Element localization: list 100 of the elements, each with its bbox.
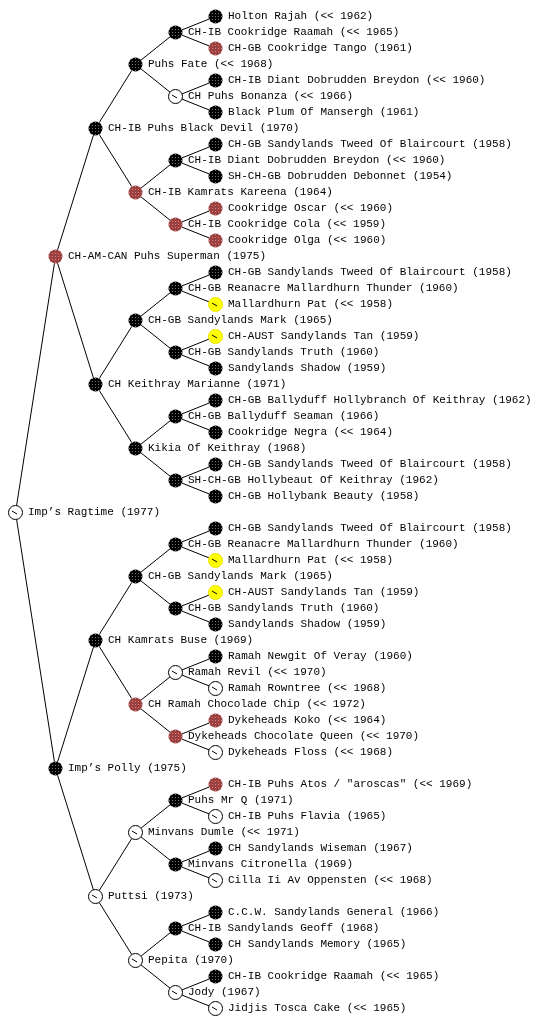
dog-name-label: CH-AM-CAN Puhs Superman (1975) bbox=[68, 249, 267, 264]
connector-line bbox=[98, 389, 133, 444]
dog-name-label: CH-AUST Sandylands Tan (1959) bbox=[228, 585, 420, 600]
connector-line bbox=[98, 581, 133, 636]
connector-line bbox=[181, 274, 210, 287]
connector-line bbox=[181, 594, 210, 607]
connector-line bbox=[181, 146, 210, 159]
dog-name-label: Imp’s Ragtime (1977) bbox=[28, 505, 161, 520]
dog-name-label: CH-IB Puhs Atos / "aroscas" (<< 1969) bbox=[228, 777, 473, 792]
connector-line bbox=[16, 262, 55, 507]
dog-name-label: CH-GB Hollybank Beauty (1958) bbox=[228, 489, 420, 504]
connector-line bbox=[98, 901, 133, 956]
connector-line bbox=[181, 722, 210, 735]
connector-line bbox=[181, 610, 210, 623]
connector-line bbox=[140, 292, 171, 317]
dog-name-label: Ramah Newgit Of Veray (1960) bbox=[228, 649, 413, 664]
connector-line bbox=[140, 580, 171, 605]
connector-line bbox=[98, 325, 133, 380]
connector-line bbox=[98, 133, 133, 188]
connector-line bbox=[140, 324, 171, 349]
dog-name-label: CH-GB Ballyduff Seaman (1966) bbox=[188, 409, 380, 424]
dog-name-label: Dykeheads Floss (<< 1968) bbox=[228, 745, 394, 760]
dog-name-label: Cookridge Oscar (<< 1960) bbox=[228, 201, 394, 216]
dog-name-label: CH-GB Cookridge Tango (1961) bbox=[228, 41, 413, 56]
dog-name-label: CH-GB Ballyduff Hollybranch Of Keithray (1962) bbox=[228, 393, 532, 408]
connector-line bbox=[181, 994, 210, 1007]
connector-line bbox=[181, 850, 210, 863]
dog-name-label: CH-GB Sandylands Tweed Of Blaircourt (1958) bbox=[228, 521, 512, 536]
dog-name-label: Sandylands Shadow (1959) bbox=[228, 617, 387, 632]
connector-line bbox=[57, 774, 94, 891]
connector-line bbox=[181, 866, 210, 879]
connector-line bbox=[98, 645, 133, 700]
connector-line bbox=[140, 164, 171, 189]
dog-name-label: CH Sandylands Wiseman (1967) bbox=[228, 841, 413, 856]
connector-line bbox=[140, 452, 171, 477]
dog-name-label: SH-CH-GB Dobrudden Debonnet (1954) bbox=[228, 169, 453, 184]
connector-line bbox=[181, 226, 210, 239]
connector-line bbox=[140, 964, 171, 989]
dog-name-label: Imp’s Polly (1975) bbox=[68, 761, 187, 776]
connector-line bbox=[140, 676, 171, 701]
dog-name-label: Dykeheads Chocolate Queen (<< 1970) bbox=[188, 729, 420, 744]
connector-line bbox=[181, 210, 210, 223]
connector-line bbox=[57, 134, 94, 251]
connector-line bbox=[140, 68, 171, 93]
dog-name-label: CH Puhs Bonanza (<< 1966) bbox=[188, 89, 354, 104]
dog-name-label: CH Ramah Chocolade Chip (<< 1972) bbox=[148, 697, 366, 712]
connector-line bbox=[181, 354, 210, 367]
dog-name-label: Minvans Citronella (1969) bbox=[188, 857, 354, 872]
dog-name-label: Cilla Ii Av Oppensten (<< 1968) bbox=[228, 873, 433, 888]
connector-line bbox=[181, 418, 210, 431]
connector-line bbox=[181, 402, 210, 415]
connector-line bbox=[181, 18, 210, 31]
connector-line bbox=[181, 530, 210, 543]
connector-line bbox=[181, 34, 210, 47]
connector-line bbox=[140, 548, 171, 573]
dog-name-label: CH-GB Sandylands Tweed Of Blaircourt (1958) bbox=[228, 137, 512, 152]
dog-name-label: CH Keithray Marianne (1971) bbox=[108, 377, 287, 392]
dog-name-label: Ramah Rowntree (<< 1968) bbox=[228, 681, 387, 696]
dog-name-label: CH-IB Puhs Black Devil (1970) bbox=[108, 121, 300, 136]
connector-line bbox=[181, 466, 210, 479]
dog-name-label: Kikia Of Keithray (1968) bbox=[148, 441, 307, 456]
dog-name-label: C.C.W. Sandylands General (1966) bbox=[228, 905, 440, 920]
dog-name-label: Black Plum Of Mansergh (1961) bbox=[228, 105, 420, 120]
connector-line bbox=[181, 546, 210, 559]
dog-name-label: CH-IB Kamrats Kareena (1964) bbox=[148, 185, 333, 200]
dog-name-label: CH-GB Sandylands Truth (1960) bbox=[188, 345, 380, 360]
connector-line bbox=[57, 646, 94, 763]
dog-name-label: CH-IB Diant Dobrudden Breydon (<< 1960) bbox=[228, 73, 486, 88]
dog-name-label: Holton Rajah (<< 1962) bbox=[228, 9, 374, 24]
dog-name-label: CH-GB Reanacre Mallardhurn Thunder (1960) bbox=[188, 281, 459, 296]
dog-name-label: CH-IB Sandylands Geoff (1968) bbox=[188, 921, 380, 936]
dog-name-label: Puhs Fate (<< 1968) bbox=[148, 57, 274, 72]
connector-line bbox=[181, 978, 210, 991]
connector-line bbox=[140, 36, 171, 61]
dog-name-label: Jidjis Tosca Cake (<< 1965) bbox=[228, 1001, 407, 1016]
dog-name-label: CH-IB Cookridge Cola (<< 1959) bbox=[188, 217, 387, 232]
dog-name-label: SH-CH-GB Hollybeaut Of Keithray (1962) bbox=[188, 473, 439, 488]
dog-name-label: Cookridge Olga (<< 1960) bbox=[228, 233, 387, 248]
dog-name-label: Dykeheads Koko (<< 1964) bbox=[228, 713, 387, 728]
dog-name-label: CH-GB Sandylands Tweed Of Blaircourt (1958) bbox=[228, 265, 512, 280]
connector-line bbox=[181, 786, 210, 799]
connector-line bbox=[181, 338, 210, 351]
dog-name-label: CH-IB Cookridge Raamah (<< 1965) bbox=[228, 969, 440, 984]
connector-line bbox=[181, 482, 210, 495]
connector-line bbox=[57, 262, 94, 379]
connector-line bbox=[181, 674, 210, 687]
connector-line bbox=[140, 708, 171, 733]
dog-name-label: CH Kamrats Buse (1969) bbox=[108, 633, 254, 648]
dog-name-label: Mallardhurn Pat (<< 1958) bbox=[228, 297, 394, 312]
dog-name-label: Ramah Revil (<< 1970) bbox=[188, 665, 327, 680]
connector-line bbox=[140, 836, 171, 861]
dog-name-label: Minvans Dumle (<< 1971) bbox=[148, 825, 300, 840]
dog-name-label: Puttsi (1973) bbox=[108, 889, 194, 904]
dog-name-label: Puhs Mr Q (1971) bbox=[188, 793, 294, 808]
connector-line bbox=[181, 738, 210, 751]
connector-line bbox=[181, 802, 210, 815]
connector-line bbox=[98, 837, 133, 892]
dog-name-label: Mallardhurn Pat (<< 1958) bbox=[228, 553, 394, 568]
dog-name-label: CH-GB Sandylands Tweed Of Blaircourt (1958) bbox=[228, 457, 512, 472]
dog-name-label: CH Sandylands Memory (1965) bbox=[228, 937, 407, 952]
